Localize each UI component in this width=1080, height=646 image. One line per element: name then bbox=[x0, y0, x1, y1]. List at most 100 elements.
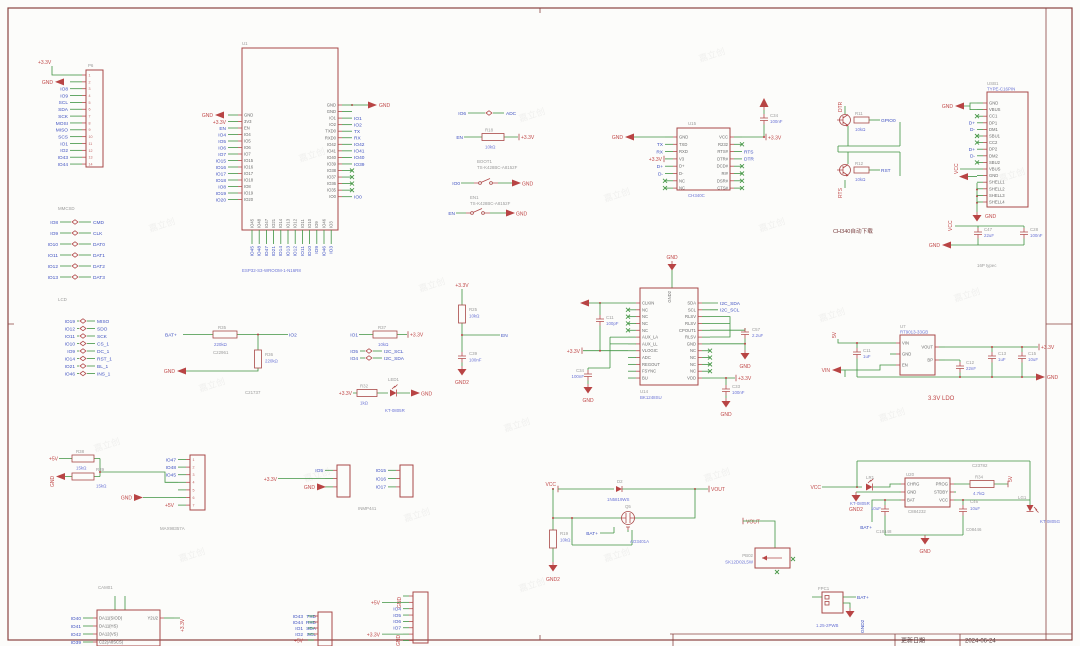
capacitor-c11-in bbox=[852, 347, 862, 359]
value-label: 100nF bbox=[1030, 233, 1043, 238]
switch-symbol bbox=[473, 178, 499, 185]
gnd-label: GND2 bbox=[546, 577, 560, 583]
pin-name: RTS# bbox=[717, 149, 728, 154]
pin-name: SHELL4 bbox=[989, 200, 1005, 205]
nettie-symbol bbox=[71, 219, 79, 225]
nettie-symbol bbox=[79, 355, 87, 362]
pin-name: NC bbox=[690, 362, 696, 367]
ref-label: R39 bbox=[96, 467, 105, 472]
ref-label: C15 bbox=[1028, 351, 1037, 356]
ref-label: R38 bbox=[76, 449, 85, 454]
net-label: IO1 bbox=[354, 116, 362, 122]
power-mux[interactable]: VCC D2 1N5819WS VOUT Q5 AO3401A BAT+ R19… bbox=[545, 479, 724, 583]
pin-name: REGOUT bbox=[642, 362, 660, 367]
net-label: IO14 bbox=[65, 356, 76, 362]
net-label: RXD bbox=[306, 620, 317, 626]
ref-label: FPC1 bbox=[818, 586, 830, 591]
nettie-symbol bbox=[79, 340, 87, 347]
pin-name: DCD# bbox=[717, 164, 729, 169]
pin-name: VOUT bbox=[921, 345, 933, 350]
net-label: IO39 bbox=[71, 640, 82, 646]
lcsc-code: C18448 bbox=[876, 529, 892, 534]
auto-download-circuit[interactable]: DTR R11 10kΩ GPIO0 R12 10kΩ RST RTS CH34… bbox=[833, 101, 901, 235]
ref-label: R37 bbox=[378, 325, 387, 330]
power-3v3-label: +3.3V bbox=[738, 376, 752, 382]
led1-circuit[interactable]: +3.3V R32 1kΩ LED1 GND KT-0805R bbox=[339, 377, 433, 413]
pin-name: DP2 bbox=[989, 147, 998, 152]
pullup-r37[interactable]: IO1 R37 10kΩ +3.3V bbox=[350, 325, 424, 347]
net-label: IO10 bbox=[65, 341, 76, 347]
ref-label: BOOT1 bbox=[477, 159, 492, 164]
en1-button[interactable]: EN1 TS-K428BC-A8152F EN GND bbox=[448, 195, 527, 218]
ref-label: Q5 bbox=[625, 504, 631, 509]
net-label: DC_1 bbox=[97, 349, 110, 355]
gnd-symbol bbox=[942, 241, 951, 249]
max98357a-section[interactable]: +5V R38 15kΩ GND R39 15kΩ GND +5V MAX983… bbox=[49, 449, 206, 531]
pin-name: CC2 bbox=[989, 140, 998, 145]
pin-name: IO35 bbox=[327, 188, 337, 193]
gnd-symbol bbox=[667, 260, 677, 271]
gnd-label: GND bbox=[121, 496, 133, 502]
pin-name: RLSV bbox=[685, 314, 696, 319]
esp32-module-u1[interactable]: U1 ESP32-S3-WROOM-1-N16R8 GND +3.3V GND … bbox=[202, 41, 391, 273]
net-label: IO43 bbox=[293, 614, 304, 620]
capacitor-cl bbox=[880, 504, 890, 516]
debug-header-p6[interactable]: P6 +3.3V GND 123IO84IO95SCL6SDA7SCK8MOSI… bbox=[38, 60, 104, 168]
net-label: IO7 bbox=[393, 626, 401, 632]
net-label: IO6 bbox=[218, 145, 226, 151]
pin-name: IO8 bbox=[244, 184, 251, 189]
net-label: SCS bbox=[58, 134, 68, 140]
gnd-symbol bbox=[512, 179, 521, 187]
pin-name: ADC bbox=[642, 355, 651, 360]
net-label: IO5 bbox=[350, 349, 358, 355]
part-label: BK1248SU bbox=[640, 395, 662, 400]
pin-name: DSR# bbox=[717, 178, 729, 183]
net-label: SCK bbox=[97, 334, 108, 340]
battery-divider[interactable]: BAT+ R35 220kΩ C22961 IO2 R36 220kΩ C217… bbox=[164, 325, 297, 395]
fpc-battery-connector[interactable]: FPC1 BAT+ GND2 1.25-2PWB bbox=[812, 586, 869, 633]
ref-label: C33 bbox=[732, 384, 741, 389]
net-label: IO5 bbox=[393, 613, 401, 619]
camera-header[interactable]: CAM01 +3.3V DA11(SIOD)IO40DA11(HS)IO41DA… bbox=[71, 585, 186, 646]
boot1-button[interactable]: BOOT1 TS-K428BC-A8152F IO0 GND bbox=[452, 159, 533, 188]
nettie-symbol bbox=[485, 110, 493, 116]
pin-name: VLOGIC bbox=[642, 348, 658, 353]
value-label: 22nF bbox=[966, 366, 976, 371]
net-label: D- bbox=[970, 127, 975, 133]
net-label: IO42 bbox=[71, 632, 82, 638]
en-rc-reset[interactable]: +3.3V R25 10kΩ EN C39 100nF GND2 bbox=[455, 283, 508, 386]
pin-name: SHELL3 bbox=[989, 193, 1005, 198]
net-label: I2C_SDA bbox=[384, 356, 405, 362]
pin-name: SHELL1 bbox=[989, 180, 1005, 185]
net-label: RST_1 bbox=[97, 356, 112, 362]
gnd-label: GND bbox=[421, 392, 433, 398]
power-switch[interactable]: VOUT PB02 SK12D02L5W bbox=[725, 517, 796, 575]
part-label: KT-0805R bbox=[850, 501, 870, 506]
codec-u14[interactable]: U14 BK1248SU GND2 GND C11 100pF +3.3V C3… bbox=[567, 255, 764, 418]
lcsc-code: C21737 bbox=[245, 390, 261, 395]
usb-c-connector[interactable]: USB1 TYPE-C16PIN GND VCC GND VCC C47 22u… bbox=[929, 81, 1043, 268]
pin-name: IO18 bbox=[244, 178, 254, 183]
pin-name: IO10 bbox=[307, 218, 312, 228]
net-label: IO45 bbox=[249, 246, 255, 257]
nettie-symbol bbox=[365, 348, 373, 354]
pin-number: 8 bbox=[89, 121, 91, 125]
ch340c-u15[interactable]: U15 CH340C GND +3.3V C34 100nF +3.3V GND… bbox=[612, 97, 783, 198]
battery-charger[interactable]: U20 C884232 VCC LR1 KT-0805R GND2 C23782… bbox=[810, 460, 1061, 555]
ref-label: C39 bbox=[469, 351, 478, 356]
en-pullup-r18[interactable]: EN R18 10kΩ +3.3V bbox=[456, 128, 535, 150]
power-3v3-label: +3.3V bbox=[1041, 345, 1055, 351]
ldo-3v3[interactable]: U7 RT9013-33GB 5V C11 1uF VIN C12 22nF C… bbox=[822, 324, 1059, 402]
pin-number: 9 bbox=[89, 128, 91, 132]
gnd-label: GND bbox=[304, 485, 316, 491]
section-caption: MAX98357A bbox=[160, 526, 185, 531]
watermark: 嘉立创 bbox=[147, 215, 176, 234]
